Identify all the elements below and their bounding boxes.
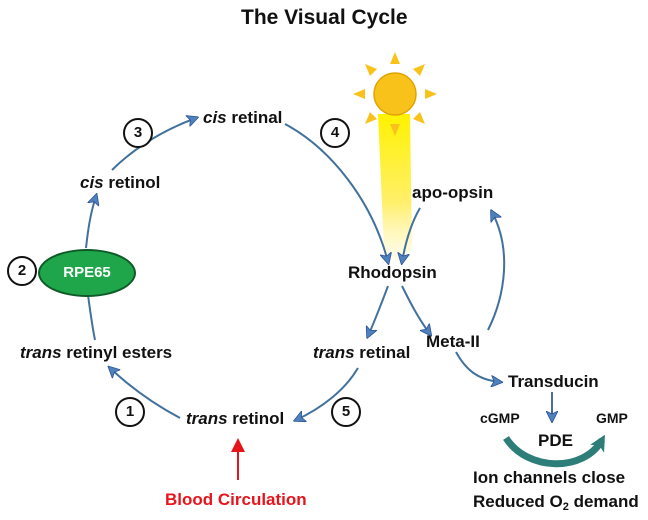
arrow-cgmp-gmp [503, 434, 606, 468]
label-trans-retinyl-esters: trans retinyl esters [20, 343, 173, 362]
arrow-rhodopsin-meta-ii [401, 285, 430, 334]
label-blood-circulation: Blood Circulation [165, 490, 307, 509]
label-trans-retinal: trans retinal [313, 343, 411, 362]
label-meta-ii: Meta-II [426, 332, 480, 351]
label-apo-opsin: apo-opsin [412, 183, 494, 202]
arrow-meta-ii-transducin [455, 351, 500, 382]
light-beam [378, 114, 412, 262]
label-cgmp: cGMP [480, 410, 520, 426]
label-cis-retinal: cis retinal [203, 108, 283, 127]
sun-icon [353, 52, 437, 136]
arrow-rpe65-cis-retinol [85, 196, 96, 249]
arrow-apo-opsin-rhodopsin [402, 207, 421, 262]
step-2-badge: 2 [7, 256, 37, 286]
label-rhodopsin: Rhodopsin [348, 263, 437, 282]
label-pde: PDE [538, 431, 573, 450]
diagram-title: The Visual Cycle [241, 6, 408, 29]
step-3-badge: 3 [123, 118, 153, 148]
arrow-rhodopsin-trans-retinal [368, 285, 389, 336]
arrow-meta-ii-apo-opsin [487, 212, 506, 331]
arrow-step-1 [110, 368, 181, 419]
label-trans-retinol: trans retinol [186, 409, 285, 428]
rpe65-enzyme: RPE65 [38, 249, 136, 297]
label-transducin: Transducin [508, 372, 599, 391]
label-reduced-o2-demand: Reduced O2 demand [473, 492, 639, 513]
arrow-step-4 [284, 123, 388, 262]
step-5-badge: 5 [331, 397, 361, 427]
arrow-esters-rpe65 [87, 294, 96, 341]
step-4-badge: 4 [320, 118, 350, 148]
arrow-step-5 [296, 367, 359, 420]
label-cis-retinol: cis retinol [80, 173, 161, 192]
label-gmp: GMP [596, 410, 628, 426]
step-1-badge: 1 [115, 397, 145, 427]
label-ion-channels-close: Ion channels close [473, 468, 626, 487]
